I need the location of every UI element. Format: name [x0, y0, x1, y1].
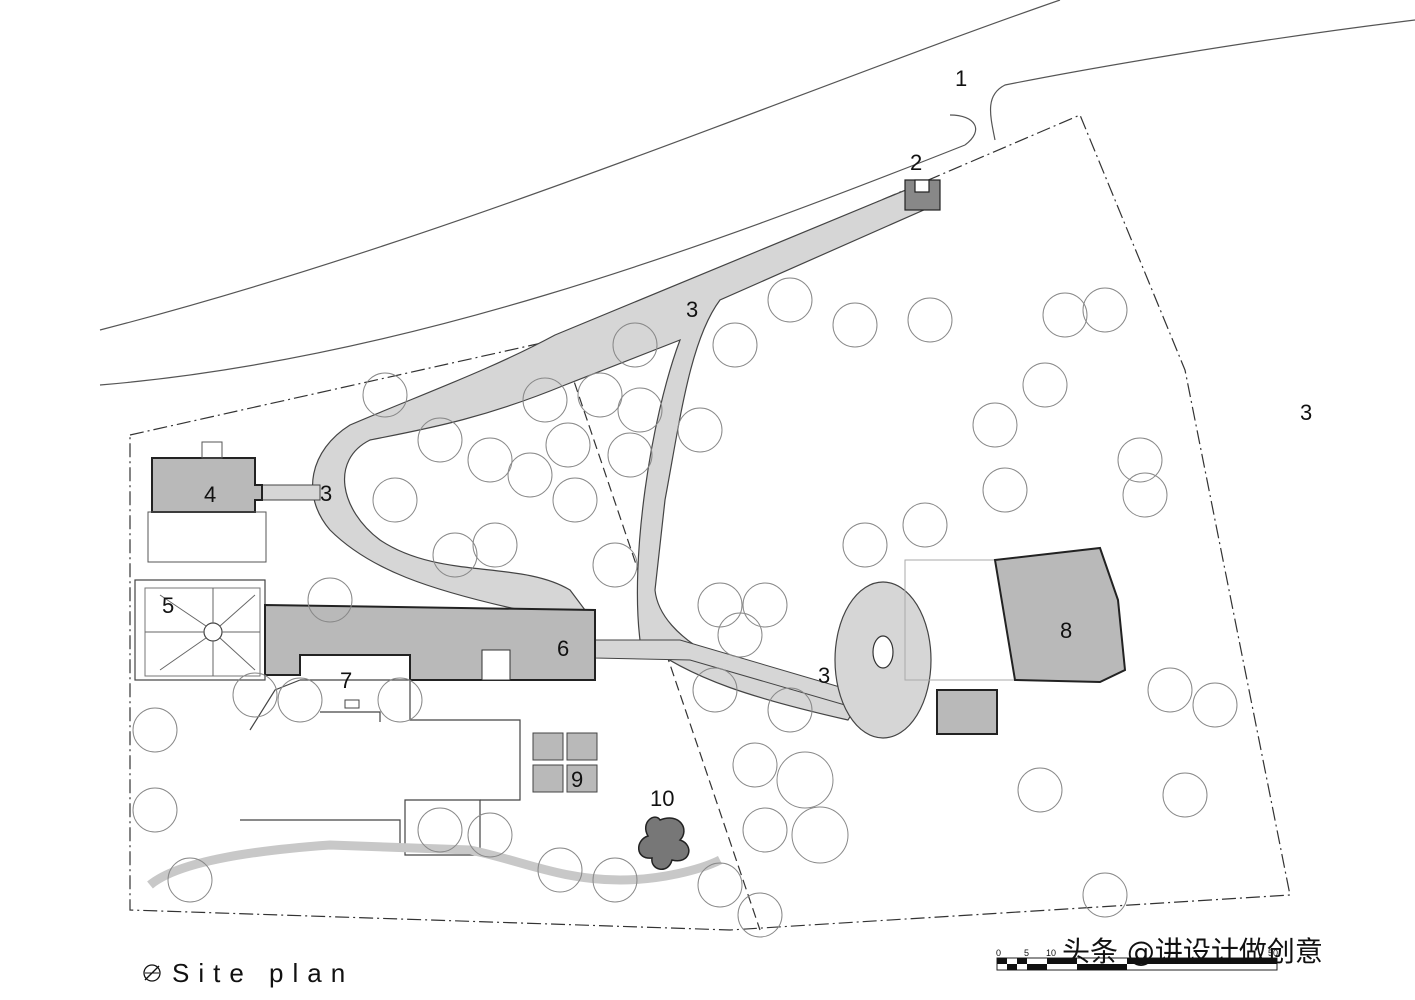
court-9-a [532, 732, 564, 761]
terrace-7-element [344, 699, 360, 709]
building-8 [993, 546, 1127, 684]
street-edge-south [99, 144, 966, 386]
terrace-7 [249, 679, 521, 801]
building-6-court [481, 649, 511, 681]
entry-path [261, 484, 321, 501]
garage [936, 689, 998, 735]
label-9: 9 [571, 767, 583, 792]
label-4: 4 [204, 482, 216, 507]
label-10: 10 [650, 786, 674, 811]
label-3-north: 3 [686, 297, 698, 322]
court-9-d [566, 764, 598, 793]
scale-tick-0: 0 [996, 948, 1002, 958]
garden-5 [134, 579, 266, 681]
building-4-deck [147, 511, 267, 563]
setback-line [559, 339, 761, 931]
street-kerb [949, 114, 977, 146]
label-8: 8 [1060, 618, 1072, 643]
label-2: 2 [910, 150, 922, 175]
building-4-porch [201, 441, 223, 459]
label-7: 7 [340, 668, 352, 693]
street-edge-north [99, 0, 1061, 331]
building-6 [264, 603, 596, 681]
label-3-west: 3 [320, 481, 332, 506]
garden-5-spokes [145, 588, 260, 676]
scale-bar [996, 957, 1278, 971]
drawing-title: Site plan [172, 958, 355, 988]
label-3-east: 3 [1300, 400, 1312, 425]
garden-5-fountain [203, 622, 223, 642]
feature-tree-10 [638, 816, 690, 870]
label-5: 5 [162, 593, 174, 618]
gatehouse-box [914, 179, 930, 193]
scale-tick-50: 50 [1268, 948, 1279, 958]
north-arrow-icon [143, 964, 161, 982]
court-9-c [532, 764, 564, 793]
scale-tick-10: 10 [1046, 948, 1057, 958]
label-3-south: 3 [818, 663, 830, 688]
scale-tick-5: 5 [1024, 948, 1030, 958]
pavilion-center [872, 635, 894, 669]
garden-path [147, 840, 723, 889]
trees [132, 277, 1238, 938]
watermark: 头条 @讲设计做创意 [1062, 935, 1323, 968]
property-boundary [129, 114, 1291, 931]
label-1: 1 [955, 66, 967, 91]
court-9-b [566, 732, 598, 761]
street-edge-right [989, 19, 1415, 141]
label-6: 6 [557, 636, 569, 661]
